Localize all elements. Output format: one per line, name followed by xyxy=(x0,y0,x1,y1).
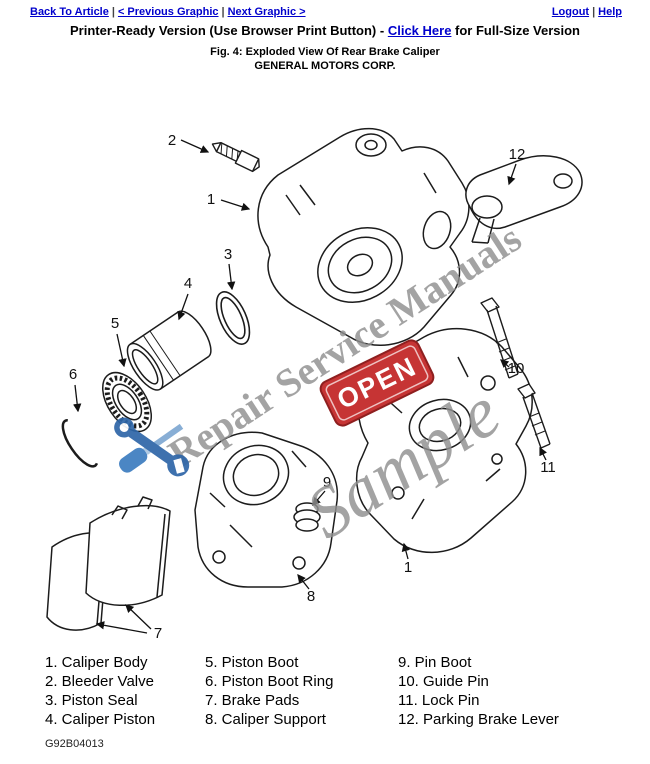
caliper-piston-drawing xyxy=(126,310,212,391)
help-link[interactable]: Help xyxy=(598,6,622,18)
svg-text:2: 2 xyxy=(168,132,176,149)
brake-pads-drawing xyxy=(46,496,171,631)
callout-6: 6 xyxy=(69,366,82,413)
piston-boot-ring-drawing xyxy=(61,418,99,468)
nav-left: Back To Article|< Previous Graphic|Next … xyxy=(30,6,306,18)
svg-text:1: 1 xyxy=(404,559,412,576)
previous-graphic-link[interactable]: < Previous Graphic xyxy=(117,6,219,18)
diagram-area: 2 1 12 3 4 5 6 10 xyxy=(0,95,650,653)
caliper-body-drawing xyxy=(257,127,470,347)
pin-boot-drawing xyxy=(293,502,321,532)
svg-text:1: 1 xyxy=(207,191,215,208)
back-to-article-link[interactable]: Back To Article xyxy=(30,6,109,18)
svg-text:9: 9 xyxy=(323,474,331,491)
callout-10: 10 xyxy=(500,359,525,377)
piston-seal-drawing xyxy=(215,291,251,345)
parking-brake-lever-drawing xyxy=(465,155,583,244)
part-item: 10. Guide Pin xyxy=(398,673,489,690)
figure-caption: Fig. 4: Exploded View Of Rear Brake Cali… xyxy=(210,46,440,58)
part-item: 4. Caliper Piston xyxy=(45,711,156,728)
next-graphic-link[interactable]: Next Graphic > xyxy=(227,6,306,18)
tools-watermark-icon xyxy=(114,417,190,477)
piston-boot-drawing xyxy=(101,371,153,433)
part-item: 12. Parking Brake Lever xyxy=(398,711,559,728)
diagram-svg: 2 1 12 3 4 5 6 10 xyxy=(46,127,583,642)
svg-text:6: 6 xyxy=(69,366,77,383)
title-prefix: Printer-Ready Version (Use Browser Print… xyxy=(69,23,388,38)
nav-separator: | xyxy=(221,6,225,18)
full-size-version-link[interactable]: Click Here xyxy=(387,23,452,38)
svg-text:8: 8 xyxy=(307,588,315,605)
callout-4: 4 xyxy=(177,275,192,321)
callout-12: 12 xyxy=(507,146,526,186)
logout-link[interactable]: Logout xyxy=(551,6,590,18)
callout-1-assembly: 1 xyxy=(401,542,412,576)
callout-1-body: 1 xyxy=(207,191,251,211)
page-title: Printer-Ready Version (Use Browser Print… xyxy=(0,23,650,38)
nav-separator: | xyxy=(111,6,115,18)
svg-text:7: 7 xyxy=(154,625,162,642)
part-item: 3. Piston Seal xyxy=(45,692,138,709)
part-item: 1. Caliper Body xyxy=(45,654,148,671)
bleeder-valve-drawing xyxy=(211,141,260,173)
svg-text:3: 3 xyxy=(224,246,232,263)
parts-column-1: 1. Caliper Body 2. Bleeder Valve 3. Pist… xyxy=(45,653,205,729)
part-item: 11. Lock Pin xyxy=(398,692,480,709)
svg-text:11: 11 xyxy=(540,459,556,476)
figure-id: G92B04013 xyxy=(45,738,104,750)
nav-separator: | xyxy=(592,6,596,18)
callout-7: 7 xyxy=(95,604,162,642)
svg-text:5: 5 xyxy=(111,315,119,332)
callout-11: 11 xyxy=(539,446,556,476)
part-item: 2. Bleeder Valve xyxy=(45,673,154,690)
svg-text:12: 12 xyxy=(509,146,526,163)
part-item: 9. Pin Boot xyxy=(398,654,472,671)
callout-9: 9 xyxy=(312,474,331,506)
svg-text:10: 10 xyxy=(508,360,525,377)
svg-text:4: 4 xyxy=(184,275,192,292)
parts-list: 1. Caliper Body 2. Bleeder Valve 3. Pist… xyxy=(45,653,603,729)
callout-5: 5 xyxy=(111,315,127,368)
title-suffix: for Full-Size Version xyxy=(451,23,580,38)
part-item: 6. Piston Boot Ring xyxy=(205,673,334,690)
parts-column-3: 9. Pin Boot 10. Guide Pin 11. Lock Pin 1… xyxy=(398,653,603,729)
parts-column-2: 5. Piston Boot 6. Piston Boot Ring 7. Br… xyxy=(205,653,398,729)
callout-3: 3 xyxy=(224,246,236,291)
top-navigation: Back To Article|< Previous Graphic|Next … xyxy=(0,6,650,22)
nav-right: Logout|Help xyxy=(552,6,622,18)
callout-2: 2 xyxy=(168,132,210,153)
caliper-support-drawing xyxy=(194,431,339,588)
callout-8: 8 xyxy=(297,574,315,605)
manufacturer-name: GENERAL MOTORS CORP. xyxy=(254,60,396,72)
lock-pin-drawing xyxy=(517,383,551,449)
part-item: 5. Piston Boot xyxy=(205,654,299,671)
part-item: 7. Brake Pads xyxy=(205,692,300,709)
part-item: 8. Caliper Support xyxy=(205,711,326,728)
